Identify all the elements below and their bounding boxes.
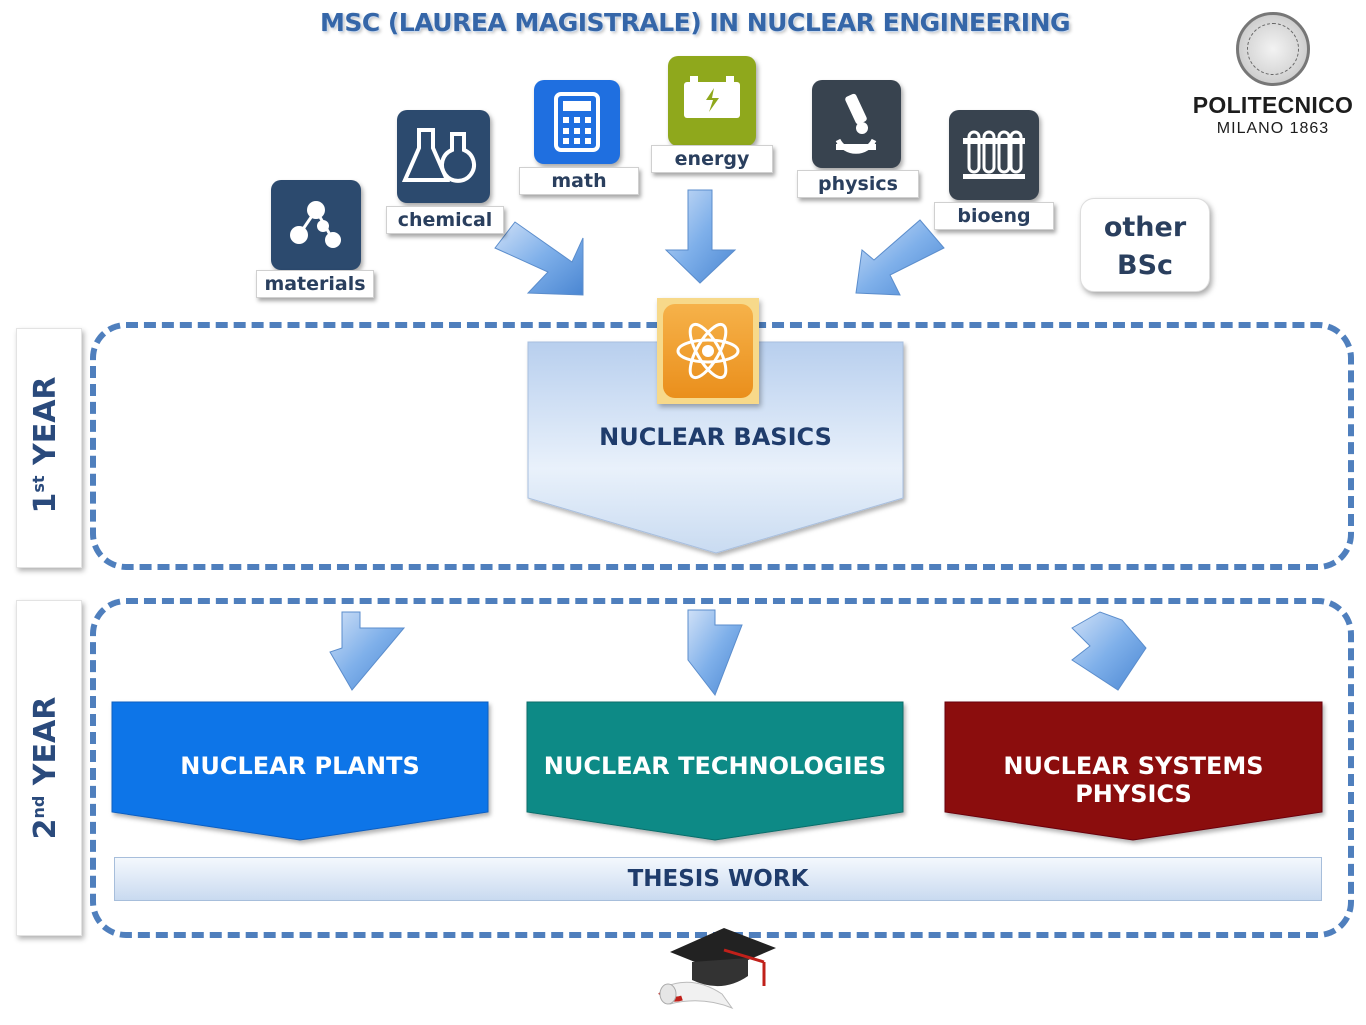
background-label-physics: physics <box>797 170 919 198</box>
other-bsc-line1: other <box>1103 212 1187 243</box>
other-bsc-box: other BSc <box>1080 198 1210 292</box>
track-label-technologies: NUCLEAR TECHNOLOGIES <box>543 752 887 780</box>
arrow-center-in <box>664 189 737 284</box>
arrow-to-physics <box>1071 611 1147 691</box>
atom-icon <box>663 304 753 398</box>
arrow-to-technologies <box>687 609 743 697</box>
track-label-physics: NUCLEAR SYSTEMS PHYSICS <box>1003 752 1264 808</box>
logo-name: POLITECNICO <box>1192 92 1354 118</box>
calculator-icon <box>534 80 620 164</box>
logo-subtitle: MILANO 1863 <box>1216 120 1330 137</box>
year2-tab <box>16 600 82 936</box>
track-shape-physics <box>944 701 1323 841</box>
microscope-icon <box>812 80 901 168</box>
arrow-right-in <box>855 219 945 296</box>
track-label-plants: NUCLEAR PLANTS <box>180 752 420 780</box>
atom-icon-frame <box>657 298 759 404</box>
background-label-chemical: chemical <box>386 206 504 234</box>
thesis-bar <box>114 857 1322 901</box>
year1-tab <box>16 328 82 568</box>
year2-label: 2nd YEAR <box>28 696 63 840</box>
background-label-math: math <box>519 167 639 195</box>
molecule-icon <box>271 180 361 270</box>
nuclear-basics-shape <box>527 341 904 554</box>
arrow-left-in <box>494 221 584 296</box>
background-label-energy: energy <box>651 145 773 173</box>
flask-icon <box>397 110 490 203</box>
background-label-bioeng: bioeng <box>934 202 1054 230</box>
background-label-materials: materials <box>256 270 374 298</box>
other-bsc-line2: BSc <box>1116 250 1174 281</box>
nuclear-basics-label: NUCLEAR BASICS <box>599 423 832 451</box>
track-shape-plants <box>111 701 489 841</box>
graduation-cap-icon <box>658 928 776 1010</box>
test-tubes-icon <box>949 110 1039 200</box>
thesis-label: THESIS WORK <box>627 866 809 892</box>
arrow-to-plants <box>329 611 406 691</box>
politecnico-seal-icon <box>1236 12 1310 86</box>
page-title: MSC (LAUREA MAGISTRALE) IN NUCLEAR ENGIN… <box>319 8 1071 37</box>
year1-label: 1st YEAR <box>28 376 63 514</box>
battery-icon <box>668 56 756 146</box>
track-shape-technologies <box>526 701 904 841</box>
